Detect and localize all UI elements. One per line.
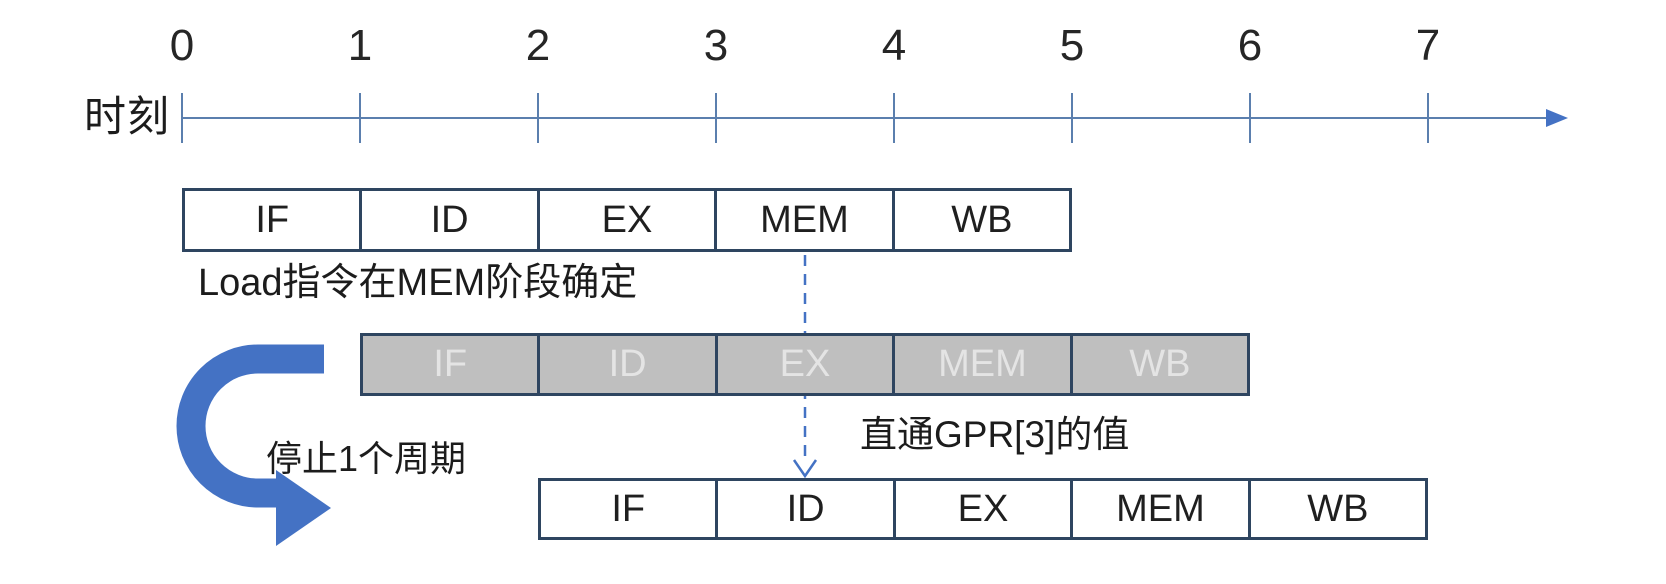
stall-loop-arrow-icon bbox=[176, 344, 324, 508]
tick-label-2: 2 bbox=[525, 21, 551, 70]
stall-loop-arrowhead-icon bbox=[276, 470, 331, 546]
load-note: Load指令在MEM阶段确定 bbox=[198, 262, 638, 304]
stage-cell-dependent-instruction-wb: WB bbox=[1247, 481, 1425, 537]
stage-cell-stalled-instruction-wb: WB bbox=[1069, 336, 1247, 393]
stage-cell-dependent-instruction-ex: EX bbox=[892, 481, 1070, 537]
stage-cell-load-instruction-ex: EX bbox=[536, 191, 714, 249]
tick-label-4: 4 bbox=[881, 21, 907, 70]
stall-note: 停止1个周期 bbox=[266, 438, 467, 479]
time-axis-label: 时刻 bbox=[84, 93, 171, 140]
stage-cell-stalled-instruction-mem: MEM bbox=[892, 336, 1069, 393]
tick-label-1: 1 bbox=[347, 21, 373, 70]
tick-label-0: 0 bbox=[169, 21, 195, 70]
forward-arrow-arrowhead-icon bbox=[792, 459, 818, 479]
stage-cell-load-instruction-wb: WB bbox=[891, 191, 1069, 249]
tick-label-6: 6 bbox=[1237, 21, 1263, 70]
stage-cell-load-instruction-if: IF bbox=[255, 198, 290, 241]
stage-cell-stalled-instruction-id: ID bbox=[537, 336, 714, 393]
stage-cell-stalled-instruction-ex: EX bbox=[714, 336, 892, 393]
tick-label-3: 3 bbox=[703, 21, 729, 70]
stage-cell-dependent-instruction-mem: MEM bbox=[1070, 481, 1247, 537]
stage-cell-load-instruction-id: ID bbox=[359, 191, 536, 249]
forward-note: 直通GPR[3]的值 bbox=[860, 414, 1130, 455]
tick-label-5: 5 bbox=[1059, 21, 1085, 70]
stage-cell-dependent-instruction-id: ID bbox=[715, 481, 892, 537]
time-axis-ticks bbox=[181, 93, 1429, 143]
tick-label-7: 7 bbox=[1415, 21, 1441, 70]
stage-cell-stalled-instruction-if: IF bbox=[433, 343, 468, 385]
stage-cell-dependent-instruction-if: IF bbox=[611, 487, 646, 530]
time-axis-arrowhead-icon bbox=[1546, 109, 1568, 127]
stage-cell-load-instruction-mem: MEM bbox=[714, 191, 891, 249]
